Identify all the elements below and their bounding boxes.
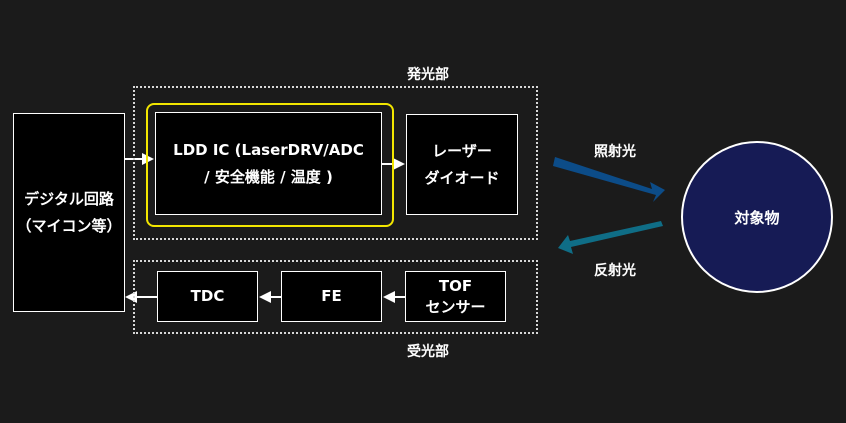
tof-sensor-label-line1: TOF xyxy=(438,277,473,296)
digital-circuit-block: デジタル回路 （マイコン等） xyxy=(13,113,125,312)
ldd-ic-label-line2: / 安全機能 / 温度 ) xyxy=(204,167,333,186)
emitter-group-label: 発光部 xyxy=(407,67,449,83)
receiver-group xyxy=(133,260,538,334)
target-object-label: 対象物 xyxy=(734,208,780,227)
irradiation-light-label: 照射光 xyxy=(594,144,636,160)
reflection-light-label: 反射光 xyxy=(594,263,636,279)
target-object: 対象物 xyxy=(681,141,833,293)
tof-sensor-label-line2: センサー xyxy=(425,297,486,316)
receiver-group-label: 受光部 xyxy=(407,344,449,360)
digital-circuit-label-line2: （マイコン等） xyxy=(16,216,122,235)
ldd-ic-block: LDD IC (LaserDRV/ADC / 安全機能 / 温度 ) xyxy=(155,112,382,215)
ldd-highlight-frame xyxy=(146,103,394,227)
fe-block: FE xyxy=(281,271,382,322)
fe-label: FE xyxy=(321,287,342,306)
tdc-label: TDC xyxy=(190,287,225,306)
tof-sensor-block: TOF センサー xyxy=(405,271,506,322)
ldd-ic-label-line1: LDD IC (LaserDRV/ADC xyxy=(173,141,364,160)
tdc-block: TDC xyxy=(157,271,258,322)
digital-circuit-label-line1: デジタル回路 xyxy=(24,190,114,209)
laser-diode-label-line2: ダイオード xyxy=(424,168,500,187)
laser-diode-label-line1: レーザー xyxy=(432,142,492,161)
emitter-group xyxy=(133,86,538,240)
laser-diode-block: レーザー ダイオード xyxy=(406,114,518,215)
irradiation-beam-arrow xyxy=(553,157,665,202)
reflection-beam-arrow xyxy=(558,221,663,254)
